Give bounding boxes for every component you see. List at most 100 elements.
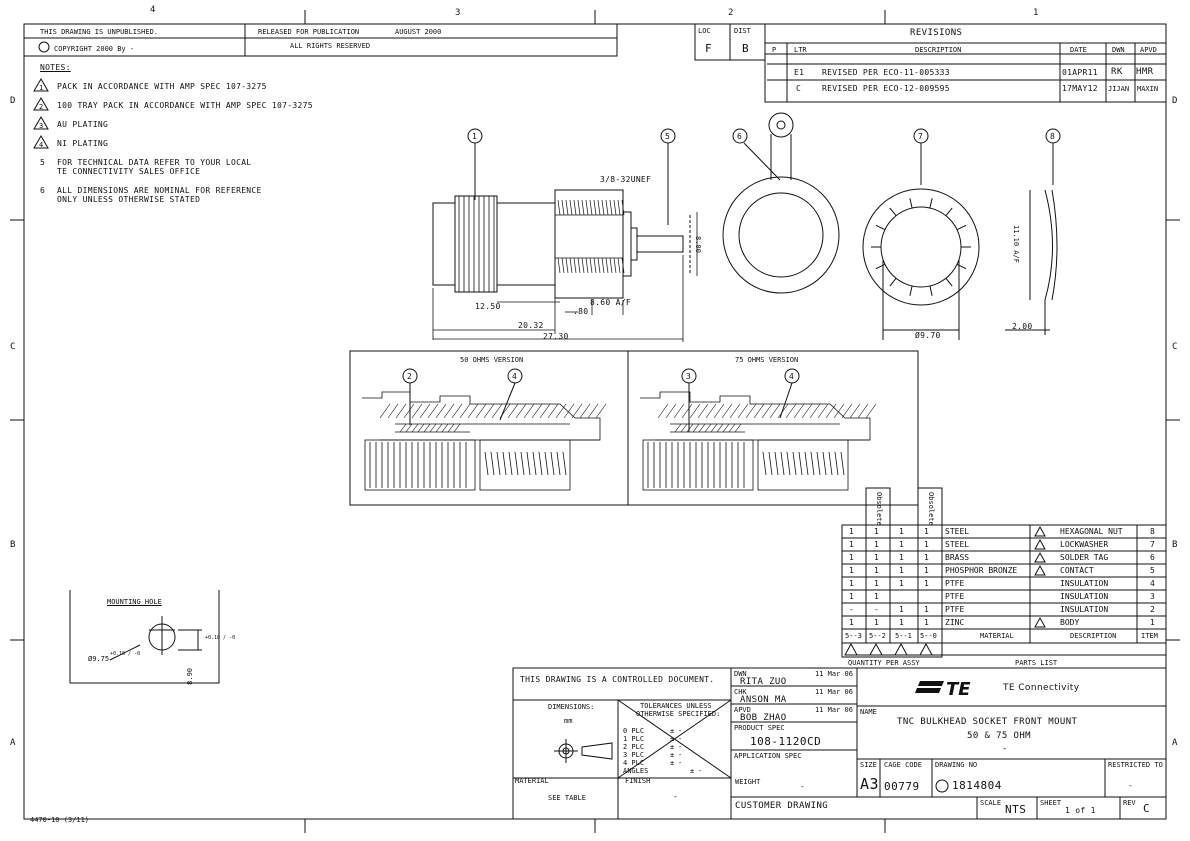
description-cell: LOCKWASHER (1060, 540, 1109, 549)
application-spec-label: APPLICATION SPEC (734, 752, 802, 760)
drawing-number-label: DRAWING NO (935, 761, 978, 769)
tolerance-place: 4 PLC (623, 759, 645, 767)
rev-header-desc: DESCRIPTION (915, 46, 962, 54)
bom-header-material: MATERIAL (980, 632, 1014, 640)
zone-label-3: 3 (455, 8, 461, 18)
rev-header-dwn: DWN (1112, 46, 1125, 54)
checked-label: CHK (734, 688, 747, 696)
lockwasher-view (862, 188, 980, 340)
material-cell: PTFE (945, 605, 965, 614)
tolerance-place: 2 PLC (623, 743, 645, 751)
mounting-hole-dia: Ø9.75 (88, 655, 110, 663)
size-value: A3 (860, 775, 880, 793)
checked-name: ANSON MA (740, 695, 787, 705)
section-knurl (369, 442, 845, 488)
note-text-line2: TE CONNECTIVITY SALES OFFICE (57, 167, 201, 176)
dim-11-10: 11.10 A/F (1012, 225, 1020, 263)
tolerances-label: TOLERANCES UNLESS (640, 702, 712, 710)
released-label: RELEASED FOR PUBLICATION (258, 28, 360, 36)
customer-drawing-label: CUSTOMER DRAWING (735, 801, 829, 811)
tolerance-symbol: ± (670, 759, 675, 767)
zone-label-d: D (10, 96, 16, 106)
description-cell: HEXAGONAL NUT (1060, 527, 1123, 536)
knurl-lines (458, 196, 495, 292)
revisions-title: REVISIONS (910, 28, 963, 38)
projection-symbol (554, 739, 613, 763)
material-cell: STEEL (945, 527, 970, 536)
rev-label: REV (1123, 799, 1136, 807)
note-text: AU PLATING (57, 120, 109, 129)
part-name-line1: TNC BULKHEAD SOCKET FRONT MOUNT (897, 717, 1078, 727)
dim-8-00: 8.00 (694, 236, 702, 253)
tolerance-value: - (678, 759, 683, 767)
notes-title: NOTES: (40, 63, 71, 72)
dim-8-60: 8.60 A/F (590, 298, 631, 307)
unpublished-text: THIS DRAWING IS UNPUBLISHED. (40, 28, 159, 36)
company-name: TE Connectivity (1003, 683, 1080, 693)
description-cell: INSULATION (1060, 579, 1109, 588)
thread-lines (555, 199, 625, 274)
material-cell: BRASS (945, 553, 970, 562)
mounting-flat-dim: 8.90 (186, 668, 194, 685)
note-text: 100 TRAY PACK IN ACCORDANCE WITH AMP SPE… (57, 101, 313, 110)
qty-cell: - (849, 605, 854, 614)
rev-value: C (1143, 802, 1151, 815)
zone-label-2: 2 (728, 8, 734, 18)
dimensions-label: DIMENSIONS: (548, 703, 595, 711)
qty-cell: 1 (874, 618, 879, 627)
svg-text:TE: TE (946, 679, 971, 700)
name-label: NAME (860, 708, 877, 716)
balloon-1: 1 (472, 132, 478, 141)
zone-label-a: A (10, 738, 16, 748)
note-triangle-icon (1034, 538, 1046, 550)
qty-cell: 1 (899, 540, 904, 549)
tolerance-symbol: ± (670, 743, 675, 751)
obsolete-label: Obsolete (875, 492, 883, 526)
description-cell: INSULATION (1060, 605, 1109, 614)
restricted-label: RESTRICTED TO (1108, 761, 1163, 769)
note-number: 3 (39, 122, 44, 130)
note-number: 5 (40, 158, 46, 167)
tolerance-place: 1 PLC (623, 735, 645, 743)
bom-header-item: ITEM (1141, 632, 1158, 640)
zone-label-a-right: A (1172, 738, 1178, 748)
balloon-6: 6 (737, 132, 743, 141)
product-spec-value: 108-1120CD (750, 735, 822, 748)
tolerance-value: - (678, 751, 683, 759)
revisions-box (764, 23, 1167, 103)
loc-value: F (705, 42, 713, 55)
note-triangle-icon (1034, 564, 1046, 576)
hex-nut-view (1005, 189, 1058, 335)
note-text: FOR TECHNICAL DATA REFER TO YOUR LOCAL (57, 158, 252, 167)
balloon-4: 4 (789, 372, 795, 381)
zone-ticks (10, 10, 1180, 833)
approved-name: BOB ZHAO (740, 713, 787, 723)
qty-cell: 1 (899, 566, 904, 575)
balloon-7: 7 (918, 132, 924, 141)
rights-text: ALL RIGHTS RESERVED (290, 42, 371, 50)
tolerance-value: - (678, 727, 683, 735)
rev-row-dwn: RK (1111, 67, 1123, 77)
dash-number: 5--3 (845, 632, 862, 640)
zone-label-1: 1 (1033, 8, 1039, 18)
zone-label-c: C (10, 342, 16, 352)
qty-cell: 1 (849, 566, 854, 575)
zone-label-b: B (10, 540, 16, 550)
rev-header-date: DATE (1070, 46, 1087, 54)
thread-callout: 3/8-32UNEF (600, 175, 652, 184)
note-triangles (33, 78, 49, 149)
dist-value: B (742, 42, 750, 55)
qty-cell: 1 (924, 527, 929, 536)
rev-row-date: 01APR11 (1062, 68, 1098, 77)
dim-0-80: .80 (573, 307, 589, 316)
zone-label-c-right: C (1172, 342, 1178, 352)
drawn-date: 11 Mar 06 (815, 670, 853, 678)
qty-cell: 1 (899, 605, 904, 614)
size-label: SIZE (860, 761, 877, 769)
item-cell: 6 (1150, 553, 1155, 562)
